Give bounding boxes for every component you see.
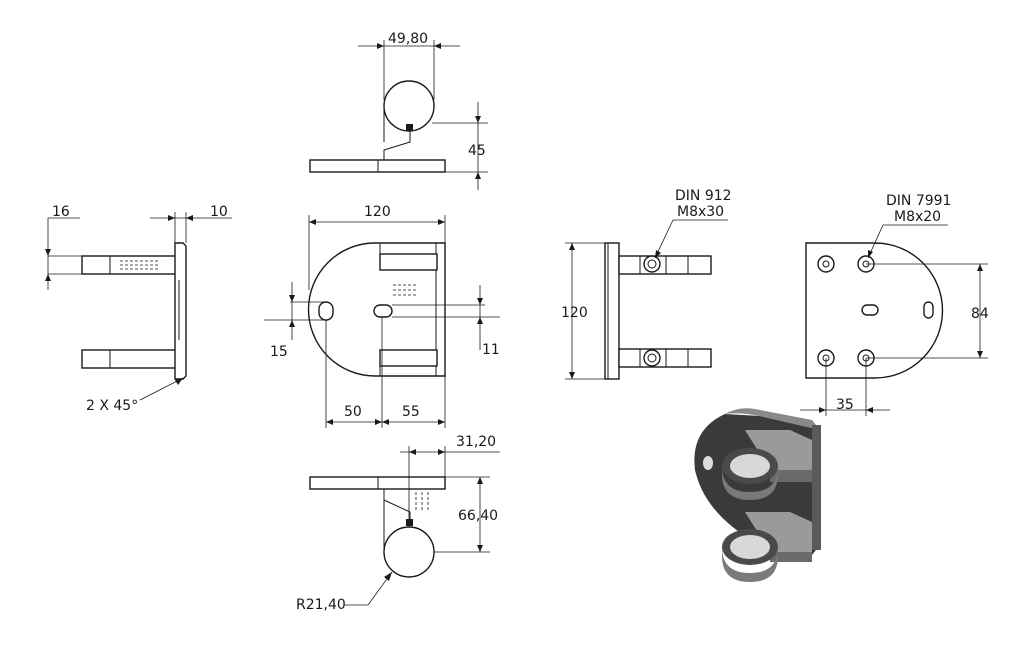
dim-11: 11 [482, 342, 500, 358]
iso-upper-ring-wall [722, 466, 778, 500]
iso-lower-mount [745, 512, 812, 552]
right-side-view [565, 219, 728, 380]
dim-120-front: 120 [364, 204, 391, 220]
iso-upper-ring-bore [730, 454, 770, 478]
din912-size: M8x30 [677, 204, 724, 220]
dim-50: 50 [344, 404, 362, 420]
din7991-label: DIN 7991 [886, 193, 951, 209]
side-view [45, 212, 232, 401]
iso-lower-ring-bore [730, 535, 770, 559]
dim-84: 84 [971, 306, 989, 322]
front-view [264, 215, 500, 428]
dim-31-20: 31,20 [456, 434, 496, 450]
din912-label: DIN 912 [675, 188, 732, 204]
iso-lower-mount-side [770, 552, 812, 562]
iso-plate-side [812, 425, 821, 550]
chamfer-label: 2 X 45° [86, 398, 138, 414]
iso-upper-mount-side [770, 470, 812, 482]
dim-16: 16 [52, 204, 70, 220]
din7991-size: M8x20 [894, 209, 941, 225]
iso-plate-hole [703, 456, 713, 470]
top-view [309, 40, 488, 190]
dim-45: 45 [468, 143, 486, 159]
iso-upper-mount [745, 430, 812, 470]
dim-35: 35 [836, 397, 854, 413]
back-view [800, 224, 988, 416]
iso-plate-edge [725, 408, 820, 430]
dim-r21-40: R21,40 [296, 597, 346, 613]
dim-49-80: 49,80 [388, 31, 428, 47]
dim-120-side: 120 [561, 305, 588, 321]
dim-55: 55 [402, 404, 420, 420]
dim-15: 15 [270, 344, 288, 360]
dim-10: 10 [210, 204, 228, 220]
bottom-view [309, 446, 500, 606]
isometric-render [694, 408, 821, 582]
iso-lower-ring-wall [722, 547, 778, 582]
dim-66-40: 66,40 [458, 508, 498, 524]
